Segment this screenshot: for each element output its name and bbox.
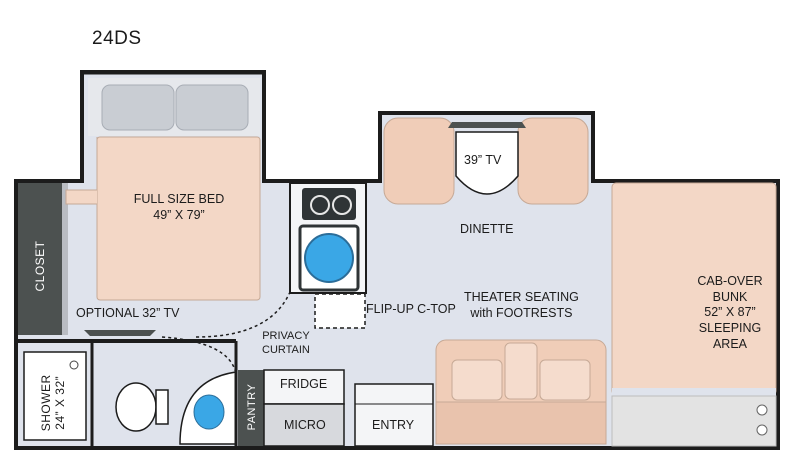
- theater-line-1: THEATER SEATING: [464, 290, 579, 304]
- pantry: [238, 370, 264, 446]
- cabover-label: CAB-OVER BUNK 52” X 87” SLEEPING AREA: [688, 274, 772, 352]
- bath-sink: [193, 394, 225, 430]
- microwave: [263, 403, 345, 447]
- closet-label: CLOSET: [33, 240, 47, 292]
- micro-label: MICRO: [284, 418, 326, 432]
- theater-line-2: with FOOTRESTS: [470, 305, 573, 320]
- cabover-line-1: CAB-OVER: [697, 274, 763, 288]
- toilet: [115, 382, 157, 432]
- shower-label: SHOWER 24” X 32”: [39, 367, 68, 439]
- outer-wall: [14, 70, 780, 450]
- cabover-line-4: SLEEPING: [698, 320, 762, 335]
- model-name: 24DS: [92, 28, 142, 49]
- entry-label: ENTRY: [372, 418, 415, 432]
- dinette-label: DINETTE: [460, 222, 514, 236]
- theater-label: THEATER SEATING with FOOTRESTS: [464, 290, 579, 321]
- dinette-bench-right: [517, 117, 589, 205]
- cab-step: [611, 395, 777, 447]
- flip-up-label: FLIP-UP C-TOP: [366, 302, 456, 316]
- dinette-bench-left: [383, 117, 455, 205]
- shower-line-1: SHOWER: [39, 374, 54, 432]
- privacy-curtain-label: PRIVACY CURTAIN: [262, 330, 310, 358]
- privacy-curtain: [161, 336, 237, 375]
- shower: [23, 351, 87, 441]
- tv39-label: 39” TV: [464, 153, 502, 167]
- dinette-table: [455, 131, 519, 195]
- entry-step: [354, 383, 434, 447]
- bed-title: FULL SIZE BED: [133, 192, 225, 206]
- pantry-label: PANTRY: [246, 383, 258, 431]
- full-size-bed: [96, 136, 261, 301]
- fridge-label: FRIDGE: [280, 377, 328, 391]
- cabover-line-2: BUNK: [712, 289, 748, 304]
- optional-tv: [84, 330, 156, 336]
- shower-line-2: 24” X 32”: [53, 375, 67, 430]
- pillow-right: [175, 84, 249, 131]
- bed-size: 49” X 79”: [153, 207, 205, 222]
- bed-label: FULL SIZE BED 49” X 79”: [127, 192, 231, 223]
- sink-bowl: [304, 233, 354, 283]
- cabover-line-3: 52” X 87”: [704, 305, 756, 320]
- tv-39: [448, 122, 526, 128]
- cabover-line-5: AREA: [712, 336, 748, 351]
- closet: [18, 183, 62, 335]
- optional-tv-label: OPTIONAL 32” TV: [76, 306, 180, 320]
- privacy-line-1: PRIVACY: [262, 330, 310, 342]
- flip-up-countertop: [314, 293, 366, 329]
- privacy-line-2: CURTAIN: [262, 343, 310, 356]
- pillow-left: [101, 84, 175, 131]
